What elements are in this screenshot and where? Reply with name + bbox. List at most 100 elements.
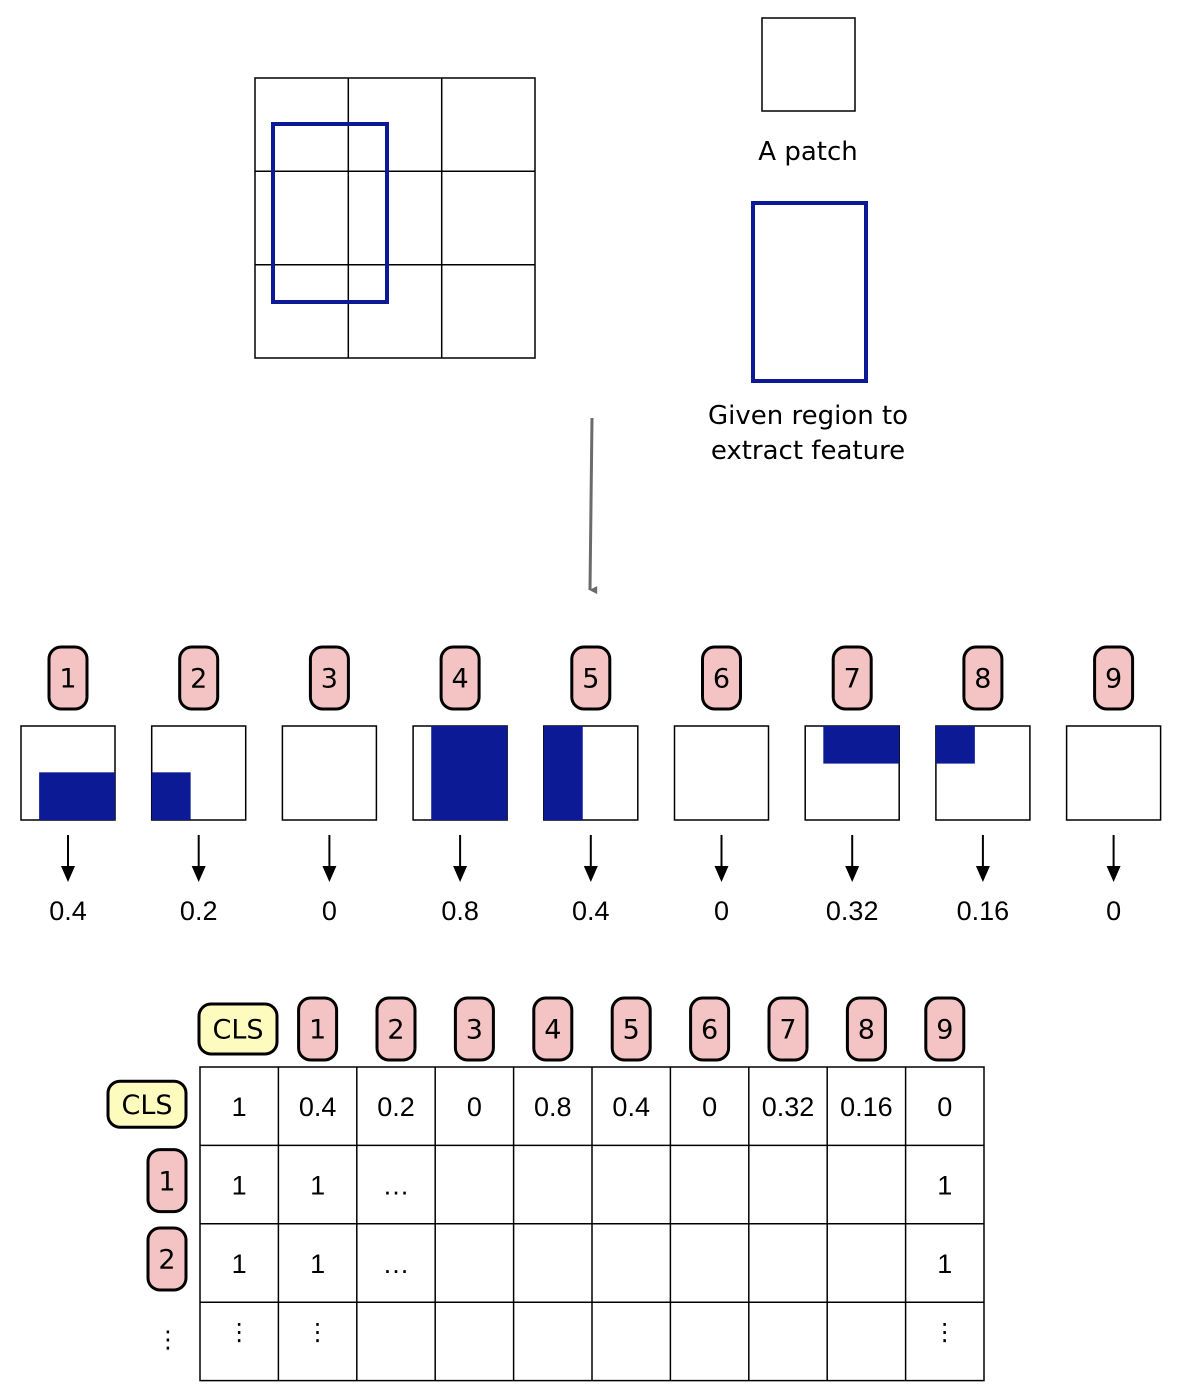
- matrix-cell-r1-c1: 1: [310, 1171, 325, 1201]
- column-header-9: 9: [924, 996, 966, 1062]
- patch-score-8: 0.16: [957, 896, 1010, 926]
- row-header-cls-label: CLS: [121, 1090, 172, 1121]
- matrix-cell-r0-c6: 0: [702, 1092, 717, 1122]
- patch-badge-4-label: 4: [452, 664, 469, 695]
- patch-badge-8-label: 8: [974, 664, 991, 695]
- column-header-6-label: 6: [701, 1015, 718, 1046]
- matrix-cell-r1-c0: 1: [232, 1171, 247, 1201]
- matrix-cell-r3-c9: ⋮: [933, 1319, 957, 1346]
- patch-badge-5-label: 5: [582, 664, 599, 695]
- legend: A patch Given region to extract feature: [708, 17, 908, 466]
- patch-arrow-head-1: [61, 866, 75, 882]
- patch-arrow-head-9: [1106, 866, 1121, 882]
- matrix-cell-r0-c4: 0.8: [534, 1092, 572, 1122]
- matrix-cell-r2-c2: …: [383, 1249, 410, 1279]
- matrix-cell-r0-c9: 0: [937, 1092, 952, 1122]
- row-header-2-box: [146, 1226, 188, 1292]
- patch-badge-2-box: [178, 645, 220, 711]
- patch-overlap-7: [823, 726, 900, 764]
- column-header-7: 7: [767, 996, 809, 1062]
- row-header-cls-box: [106, 1079, 188, 1129]
- patch-overlap-1: [39, 772, 115, 820]
- patch-arrow-head-7: [845, 866, 860, 882]
- patch-score-7: 0.32: [826, 896, 879, 926]
- column-header-2: 2: [375, 996, 417, 1062]
- patch-score-3: 0: [322, 896, 337, 926]
- patch-badge-6: 6: [701, 645, 742, 711]
- matrix-cell-r0-c8: 0.16: [840, 1092, 893, 1122]
- column-header-1-box: [297, 996, 339, 1062]
- matrix-cell-r0-c1: 0.4: [299, 1092, 337, 1122]
- legend-patch-label: A patch: [758, 137, 857, 167]
- row-header-1: 1: [146, 1148, 188, 1214]
- patch-badge-1-label: 1: [59, 664, 76, 695]
- column-header-8-box: [845, 996, 887, 1062]
- column-header-cls: CLS: [197, 1002, 279, 1056]
- column-header-4: 4: [532, 996, 574, 1062]
- column-header-7-box: [767, 996, 809, 1062]
- matrix-cell-r0-c7: 0.32: [762, 1092, 815, 1122]
- patch-badge-9-label: 9: [1105, 664, 1122, 695]
- row-header-1-label: 1: [158, 1166, 175, 1197]
- matrix-cell-r1-c9: 1: [937, 1171, 952, 1201]
- column-header-1: 1: [297, 996, 339, 1062]
- column-header-2-box: [375, 996, 417, 1062]
- patch-item-3: 30: [281, 645, 378, 926]
- patch-badge-7: 7: [831, 645, 873, 711]
- patch-badge-6-box: [701, 645, 742, 711]
- patch-item-1: 10.4: [20, 645, 116, 926]
- column-header-9-label: 9: [936, 1015, 953, 1046]
- column-header-5-label: 5: [623, 1015, 640, 1046]
- patch-box-9: [1065, 725, 1162, 821]
- column-header-cls-box: [197, 1002, 279, 1056]
- column-header-5-box: [610, 996, 652, 1062]
- column-header-2-label: 2: [387, 1015, 404, 1046]
- row-header-cls: CLS: [106, 1079, 188, 1129]
- matrix-cell-r2-c0: 1: [232, 1249, 247, 1279]
- patch-badge-1-box: [47, 645, 89, 711]
- row-header-1-box: [146, 1148, 188, 1214]
- matrix-cell-r0-c2: 0.2: [377, 1092, 415, 1122]
- patch-arrow-head-3: [322, 866, 337, 882]
- patch-badge-4: 4: [439, 645, 481, 711]
- patch-score-9: 0: [1106, 896, 1121, 926]
- patch-item-2: 20.2: [150, 645, 247, 926]
- patch-score-2: 0.2: [180, 896, 218, 926]
- column-header-1-label: 1: [309, 1015, 326, 1046]
- column-header-7-label: 7: [779, 1015, 796, 1046]
- patch-item-7: 70.32: [804, 645, 900, 926]
- matrix-cell-r0-c0: 1: [232, 1092, 247, 1122]
- legend-patch-swatch: [761, 17, 856, 112]
- patch-overlap-2: [151, 772, 191, 820]
- patch-score-1: 0.4: [49, 896, 87, 926]
- patch-badge-3: 3: [308, 645, 350, 711]
- patch-box-6: [673, 725, 770, 821]
- patch-score-6: 0: [714, 896, 729, 926]
- patch-badge-9: 9: [1093, 645, 1135, 711]
- patch-badge-8: 8: [962, 645, 1004, 711]
- patch-arrow-head-5: [583, 866, 598, 882]
- patch-grid-border: [254, 77, 536, 359]
- patch-arrow-head-2: [191, 866, 206, 882]
- row-header-ellipsis: ⋮: [156, 1326, 180, 1353]
- column-header-8: 8: [845, 996, 887, 1062]
- column-header-3: 3: [453, 996, 495, 1062]
- patch-score-4: 0.8: [441, 896, 479, 926]
- patch-badge-1: 1: [47, 645, 89, 711]
- patch-badge-7-box: [831, 645, 873, 711]
- patch-badge-4-box: [439, 645, 481, 711]
- column-header-8-label: 8: [858, 1015, 875, 1046]
- legend-region-label-line1: Given region to: [708, 401, 908, 431]
- column-header-6: 6: [689, 996, 731, 1062]
- patch-item-4: 40.8: [412, 645, 508, 926]
- column-header-9-box: [924, 996, 966, 1062]
- flow-arrow: [588, 417, 598, 595]
- legend-region-label-line2: extract feature: [711, 436, 905, 466]
- patch-arrow-head-6: [714, 866, 729, 882]
- column-header-cls-label: CLS: [212, 1015, 263, 1046]
- row-header-2: 2: [146, 1226, 188, 1292]
- legend-region-swatch: [751, 201, 868, 383]
